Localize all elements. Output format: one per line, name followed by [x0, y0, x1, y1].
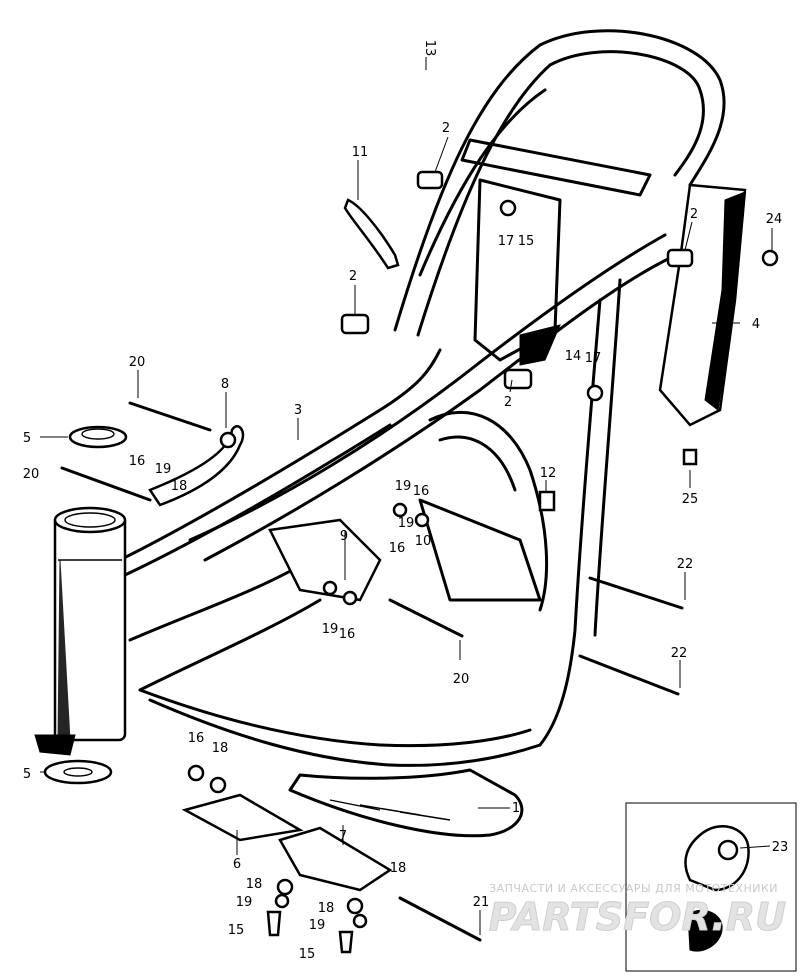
callout-1: 1 — [512, 801, 520, 816]
callout-19: 19 — [398, 516, 415, 531]
engine-bracket — [148, 425, 245, 507]
callout-8: 8 — [221, 377, 229, 392]
hanger-plate-right — [278, 826, 393, 892]
callout-22: 22 — [671, 646, 688, 661]
watermark-brand: PARTSFOR.RU — [489, 895, 787, 939]
callout-18: 18 — [212, 741, 229, 756]
callout-22: 22 — [677, 557, 694, 572]
callout-5: 5 — [23, 431, 31, 446]
leader-lines — [40, 57, 773, 935]
callout-20: 20 — [453, 672, 470, 687]
callout-2: 2 — [442, 121, 450, 136]
callout-23: 23 — [772, 840, 789, 855]
callout-9: 9 — [340, 529, 348, 544]
watermark: ЗАПЧАСТИ И АКСЕССУАРЫ ДЛЯ МОТОТЕХНИКИ PA… — [488, 882, 787, 940]
callout-2: 2 — [690, 207, 698, 222]
callout-19: 19 — [309, 918, 326, 933]
callout-7: 7 — [339, 829, 347, 844]
callout-5: 5 — [23, 767, 31, 782]
callout-11: 11 — [352, 145, 369, 160]
callout-15: 15 — [299, 947, 316, 962]
callout-19: 19 — [322, 622, 339, 637]
callout-19: 19 — [155, 462, 172, 477]
callout-17: 17 — [498, 234, 515, 249]
callout-13: 13 — [422, 40, 437, 57]
hanger-plate-left — [181, 793, 304, 842]
callout-6: 6 — [233, 857, 241, 872]
callout-12: 12 — [540, 466, 557, 481]
callout-15: 15 — [518, 234, 535, 249]
watermark-tagline: ЗАПЧАСТИ И АКСЕССУАРЫ ДЛЯ МОТОТЕХНИКИ — [489, 882, 778, 895]
callout-24: 24 — [766, 212, 783, 227]
callout-16: 16 — [339, 627, 356, 642]
callout-25: 25 — [682, 492, 699, 507]
callout-10: 10 — [415, 534, 432, 549]
callout-2: 2 — [349, 269, 357, 284]
callout-19: 19 — [395, 479, 412, 494]
callout-14: 14 — [565, 349, 582, 364]
callout-18: 18 — [390, 861, 407, 876]
callout-16: 16 — [389, 541, 406, 556]
callout-20: 20 — [129, 355, 146, 370]
callout-16: 16 — [129, 454, 146, 469]
inset-detail — [625, 802, 797, 972]
seat-strap — [343, 198, 400, 270]
bolts — [60, 401, 684, 942]
callout-18: 18 — [246, 877, 263, 892]
callout-16: 16 — [188, 731, 205, 746]
callout-21: 21 — [473, 895, 490, 910]
callout-numbers: 13 11 2 2 2 2 17 15 24 4 14 17 20 8 3 5 … — [23, 40, 789, 962]
callout-17: 17 — [585, 351, 602, 366]
callout-20: 20 — [23, 467, 40, 482]
callout-18: 18 — [171, 479, 188, 494]
fasteners — [187, 199, 779, 954]
washers — [43, 425, 128, 785]
callout-18: 18 — [318, 901, 335, 916]
frame-body — [34, 29, 747, 892]
callout-19: 19 — [236, 895, 253, 910]
callout-4: 4 — [752, 317, 760, 332]
callout-2: 2 — [504, 395, 512, 410]
bracket-plate — [268, 518, 382, 602]
callout-15: 15 — [228, 923, 245, 938]
callout-3: 3 — [294, 403, 302, 418]
rubber-cushions — [340, 170, 694, 390]
callout-16: 16 — [413, 484, 430, 499]
